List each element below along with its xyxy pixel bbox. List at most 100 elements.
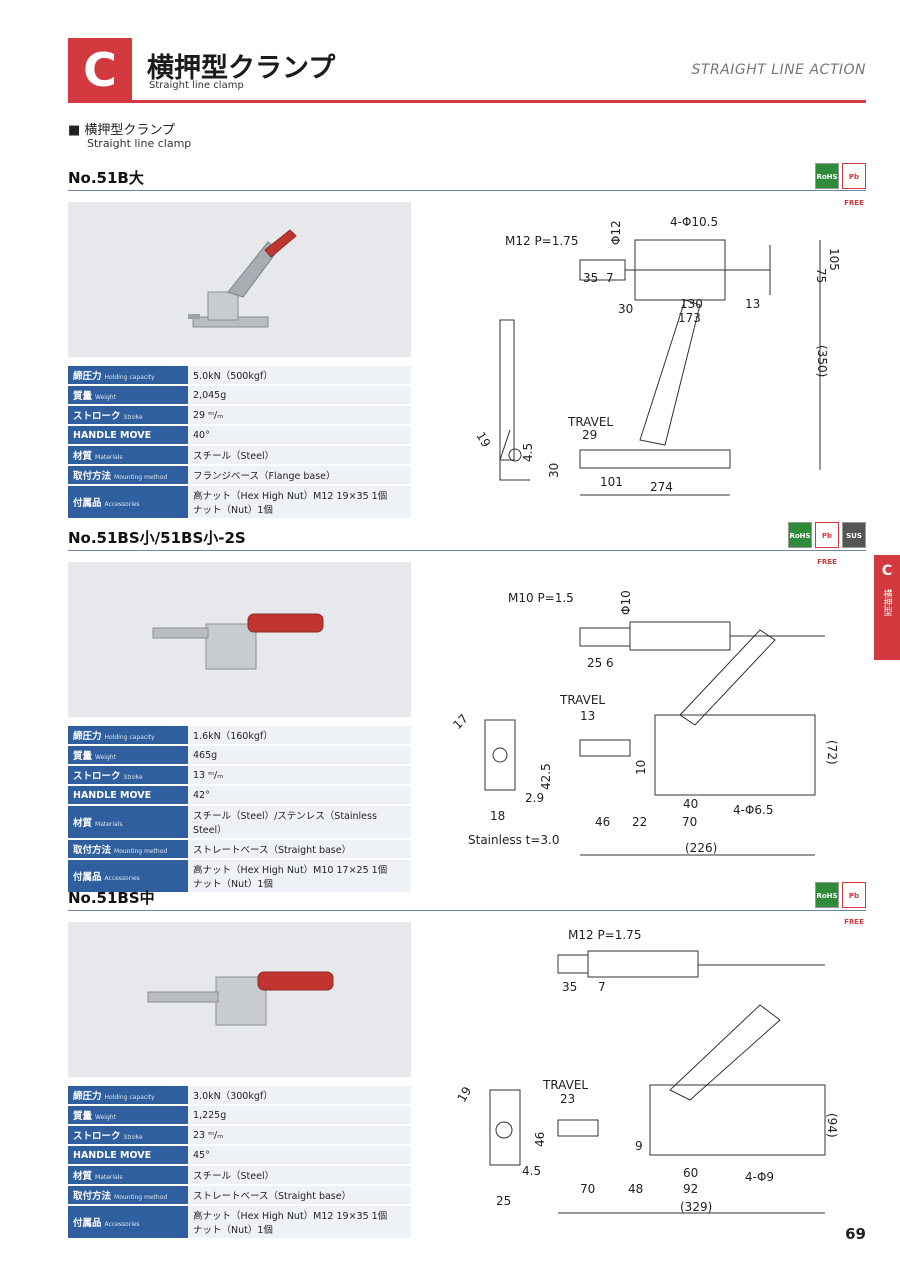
- dim-46: 46: [595, 815, 610, 829]
- dim-75: 75: [814, 268, 828, 283]
- dim-329: (329): [680, 1200, 712, 1214]
- dim-19: 19: [473, 430, 493, 450]
- spec-key-holding: 締圧力: [73, 1091, 102, 1102]
- dim-10: 10: [634, 760, 648, 775]
- spec-key-handle: HANDLE MOVE: [68, 786, 188, 804]
- spec-value-weight: 1,225g: [188, 1106, 411, 1124]
- dim-7: 7: [606, 271, 614, 285]
- spec-key-weight: 質量: [73, 1111, 93, 1122]
- spec-value-mounting: ストレートベース（Straight base）: [188, 840, 411, 858]
- section-rule: [68, 190, 866, 191]
- spec-key-mounting: 取付方法: [73, 845, 112, 856]
- dim-19: 19: [454, 1084, 474, 1104]
- dim-7: 7: [598, 980, 606, 994]
- product-title: No.51BS中: [68, 889, 155, 907]
- page-subtitle: Straight line clamp: [149, 80, 244, 91]
- badge-group: RoHS Pb FREE SUS: [788, 522, 866, 566]
- dim-35: 35: [562, 980, 577, 994]
- rohs-badge: RoHS: [815, 163, 839, 189]
- dim-25: 25: [587, 656, 602, 670]
- spec-key-stroke: ストローク: [73, 771, 121, 782]
- side-tab-letter: C: [881, 563, 893, 579]
- dim-29: 29: [582, 428, 597, 442]
- badge-group: RoHS Pb FREE: [815, 163, 866, 207]
- spec-value-material: スチール（Steel）/ステンレス（Stainless Steel）: [188, 806, 411, 838]
- section-letter-badge: C: [68, 38, 132, 102]
- pb-free-badge: Pb FREE: [842, 882, 866, 926]
- dim-18: 18: [490, 809, 505, 823]
- spec-key-material: 材質: [73, 818, 93, 829]
- section-rule: [68, 910, 866, 911]
- spec-value-material: スチール（Steel）: [188, 446, 411, 464]
- dim-4-5: 4.5: [522, 1164, 541, 1178]
- spec-key-accessories: 付属品: [73, 872, 102, 883]
- spec-key-holding: 締圧力: [73, 731, 102, 742]
- dim-101: 101: [600, 475, 623, 489]
- dim-dia: Φ10: [619, 590, 633, 615]
- dim-thread: M12 P=1.75: [568, 928, 641, 942]
- spec-value-mounting: ストレートベース（Straight base）: [188, 1186, 411, 1204]
- dim-350: (350): [815, 345, 829, 377]
- dim-holes: 4-Φ6.5: [733, 803, 774, 817]
- dim-9: 9: [635, 1139, 643, 1153]
- spec-key-mounting-en: Mounting method: [114, 474, 168, 481]
- spec-value-weight: 465g: [188, 746, 411, 764]
- spec-value-accessories-1: 高ナット（Hex High Nut）M10 17×25 1個: [193, 865, 388, 876]
- dim-25: 25: [496, 1194, 511, 1208]
- dim-30b: 30: [547, 463, 561, 478]
- spec-value-handle: 42°: [188, 786, 411, 804]
- spec-key-holding-en: Holding capacity: [104, 374, 155, 381]
- clamp-photo-illustration: [147, 971, 334, 1026]
- spec-key-material-en: Materials: [95, 454, 123, 461]
- technical-drawing: M10 P=1.5 Φ10 25 6 TRAVEL 13 17 42.5 10 …: [450, 590, 839, 856]
- dim-holes: 4-Φ10.5: [670, 215, 718, 229]
- spec-value-accessories-1: 高ナット（Hex High Nut）M12 19×35 1個: [193, 491, 388, 502]
- spec-key-material-en: Materials: [95, 1174, 123, 1181]
- dim-22: 22: [632, 815, 647, 829]
- spec-key-accessories: 付属品: [73, 498, 102, 509]
- technical-drawing: M12 P=1.75 Φ12 4-Φ10.5 35 7 30 130 13 17…: [473, 215, 841, 496]
- rohs-badge: RoHS: [788, 522, 812, 548]
- dim-274: 274: [650, 480, 673, 494]
- side-index-tab[interactable]: C 横押型: [874, 555, 900, 660]
- dim-2-9: 2.9: [525, 791, 544, 805]
- spec-value-stroke: 23 ᵐ/ₘ: [188, 1126, 411, 1144]
- spec-value-material: スチール（Steel）: [188, 1166, 411, 1184]
- spec-key-stroke: ストローク: [73, 1131, 121, 1142]
- spec-value-accessories-2: ナット（Nut）1個: [193, 505, 273, 516]
- spec-value-handle: 40°: [188, 426, 411, 444]
- dim-thread: M10 P=1.5: [508, 591, 574, 605]
- dim-173: 173: [678, 311, 701, 325]
- pb-free-badge: Pb FREE: [815, 522, 839, 566]
- spec-key-weight-en: Weight: [95, 394, 116, 401]
- spec-key-weight-en: Weight: [95, 754, 116, 761]
- clamp-photo-illustration: [188, 229, 297, 328]
- sus-badge: SUS: [842, 522, 866, 548]
- spec-key-mounting: 取付方法: [73, 1191, 112, 1202]
- spec-key-weight: 質量: [73, 751, 93, 762]
- dim-13: 13: [580, 709, 595, 723]
- section-rule: [68, 550, 866, 551]
- intro-label-en: Straight line clamp: [87, 137, 192, 150]
- dim-thread: M12 P=1.75: [505, 234, 578, 248]
- spec-key-mounting-en: Mounting method: [114, 1194, 168, 1201]
- spec-key-stroke-en: Stroke: [123, 414, 143, 421]
- product-photo: [68, 922, 411, 1077]
- dim-travel: TRAVEL: [567, 415, 613, 429]
- badge-group: RoHS Pb FREE: [815, 882, 866, 926]
